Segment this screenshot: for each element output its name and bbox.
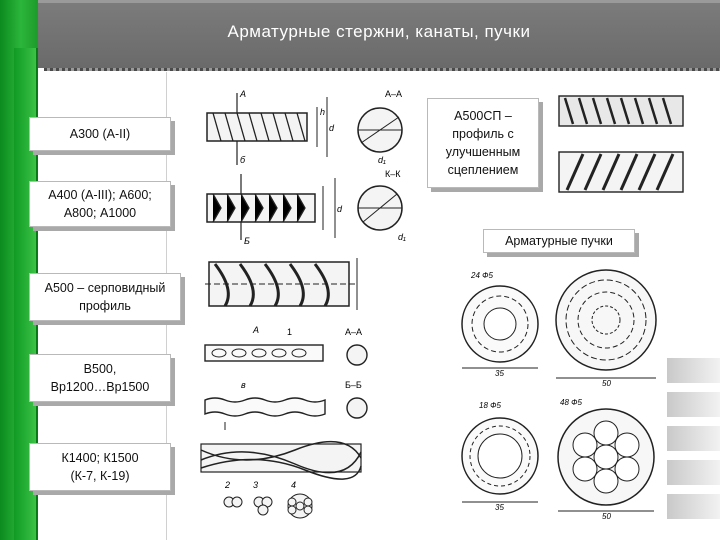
mark-b-3: в xyxy=(241,380,246,390)
label-bundles-text: Арматурные пучки xyxy=(505,233,613,248)
label-k1400-line2: (К-7, К-19) xyxy=(70,469,130,483)
label-a400-line1: А400 (А-III); А600; xyxy=(48,187,152,202)
bundle-18-drawing: 18 Ф5 35 xyxy=(461,401,539,512)
label-a500sp-line4: сцеплением xyxy=(447,163,519,178)
mark-b-b: Б–Б xyxy=(345,380,362,390)
wire-b500-profile-drawing: в Б–Б xyxy=(204,380,368,430)
bundle-1-top-mark: 24 Ф5 xyxy=(470,271,493,280)
decor-square-1 xyxy=(667,358,720,383)
title-underline xyxy=(44,68,720,71)
mark-h-1: h xyxy=(320,107,325,117)
label-a500sp-line1: А500СП – xyxy=(454,108,512,123)
title-top-line xyxy=(38,0,720,3)
strand-k1400-drawing: 2 3 4 xyxy=(200,440,362,519)
mark-b-1: б xyxy=(240,155,246,165)
mark-d1-1: d₁ xyxy=(378,155,386,165)
bundle-3-dim: 35 xyxy=(495,503,504,512)
decor-square-4 xyxy=(667,460,720,485)
bundle-48-drawing: 48 Ф5 50 xyxy=(557,398,655,520)
mark-d1-2: d₁ xyxy=(398,232,406,242)
label-a300: А300 (А-II) xyxy=(29,117,171,151)
bundle-4-top-mark: 48 Ф5 xyxy=(560,398,582,407)
decor-square-3 xyxy=(667,426,720,451)
rebar-a300-drawing: А б d h А–А d₁ К–К xyxy=(206,89,403,179)
mark-two: 2 xyxy=(224,480,230,490)
mark-d-1: d xyxy=(329,123,335,133)
wire-b500-drawing: А 1 А–А xyxy=(204,325,368,366)
bundle-4-dim: 50 xyxy=(602,512,611,520)
label-b500-line2: Вр1200…Вр1500 xyxy=(50,380,150,394)
bundle-24-drawing: 24 Ф5 35 xyxy=(461,271,539,378)
label-a500sp-line2: профиль с xyxy=(452,126,514,141)
mark-d-2: d xyxy=(337,204,343,214)
decor-square-2 xyxy=(667,392,720,417)
mark-b-2: Б xyxy=(244,236,250,246)
bundle-3-top-mark: 18 Ф5 xyxy=(479,401,501,410)
mark-one: 1 xyxy=(287,327,292,337)
mark-k-k: К–К xyxy=(385,169,401,179)
label-a500: А500 – серповидный профиль xyxy=(29,273,181,321)
label-a500sp-line3: улучшенным xyxy=(445,145,521,159)
mark-a-a: А–А xyxy=(385,89,402,99)
mark-four: 4 xyxy=(291,480,296,490)
label-a500-line1: А500 – серповидный xyxy=(44,280,166,295)
mark-three: 3 xyxy=(253,480,258,490)
mark-a-2: А xyxy=(252,325,259,335)
label-b500-line1: В500, xyxy=(83,361,117,376)
label-k1400: К1400; К1500 (К-7, К-19) xyxy=(29,443,171,491)
label-a500-line2: профиль xyxy=(79,299,131,313)
label-k1400-line1: К1400; К1500 xyxy=(61,450,139,465)
bundle-1-dim: 35 xyxy=(495,369,504,378)
rebar-a400-drawing: Б d d₁ xyxy=(206,174,406,246)
slide-title: Арматурные стержни, канаты, пучки xyxy=(227,22,531,41)
title-bar: Арматурные стержни, канаты, пучки xyxy=(38,0,720,68)
bundle-2-dim: 50 xyxy=(602,379,611,387)
label-bundles: Арматурные пучки xyxy=(483,229,635,253)
label-b500: В500, Вр1200…Вр1500 xyxy=(29,354,171,402)
label-a400-line2: А800; А1000 xyxy=(63,206,137,220)
label-a500sp: А500СП – профиль с улучшенным сцеплением xyxy=(427,98,539,188)
bundle-2-drawing: 50 xyxy=(555,269,657,387)
rebar-a500-drawing xyxy=(205,258,358,310)
label-a300-text: А300 (А-II) xyxy=(69,126,131,141)
rebar-a500sp-drawing xyxy=(558,95,684,193)
label-a400: А400 (А-III); А600; А800; А1000 xyxy=(29,181,171,227)
mark-a-a-2: А–А xyxy=(345,327,362,337)
mark-a-1: А xyxy=(239,89,246,99)
decor-square-5 xyxy=(667,494,720,519)
